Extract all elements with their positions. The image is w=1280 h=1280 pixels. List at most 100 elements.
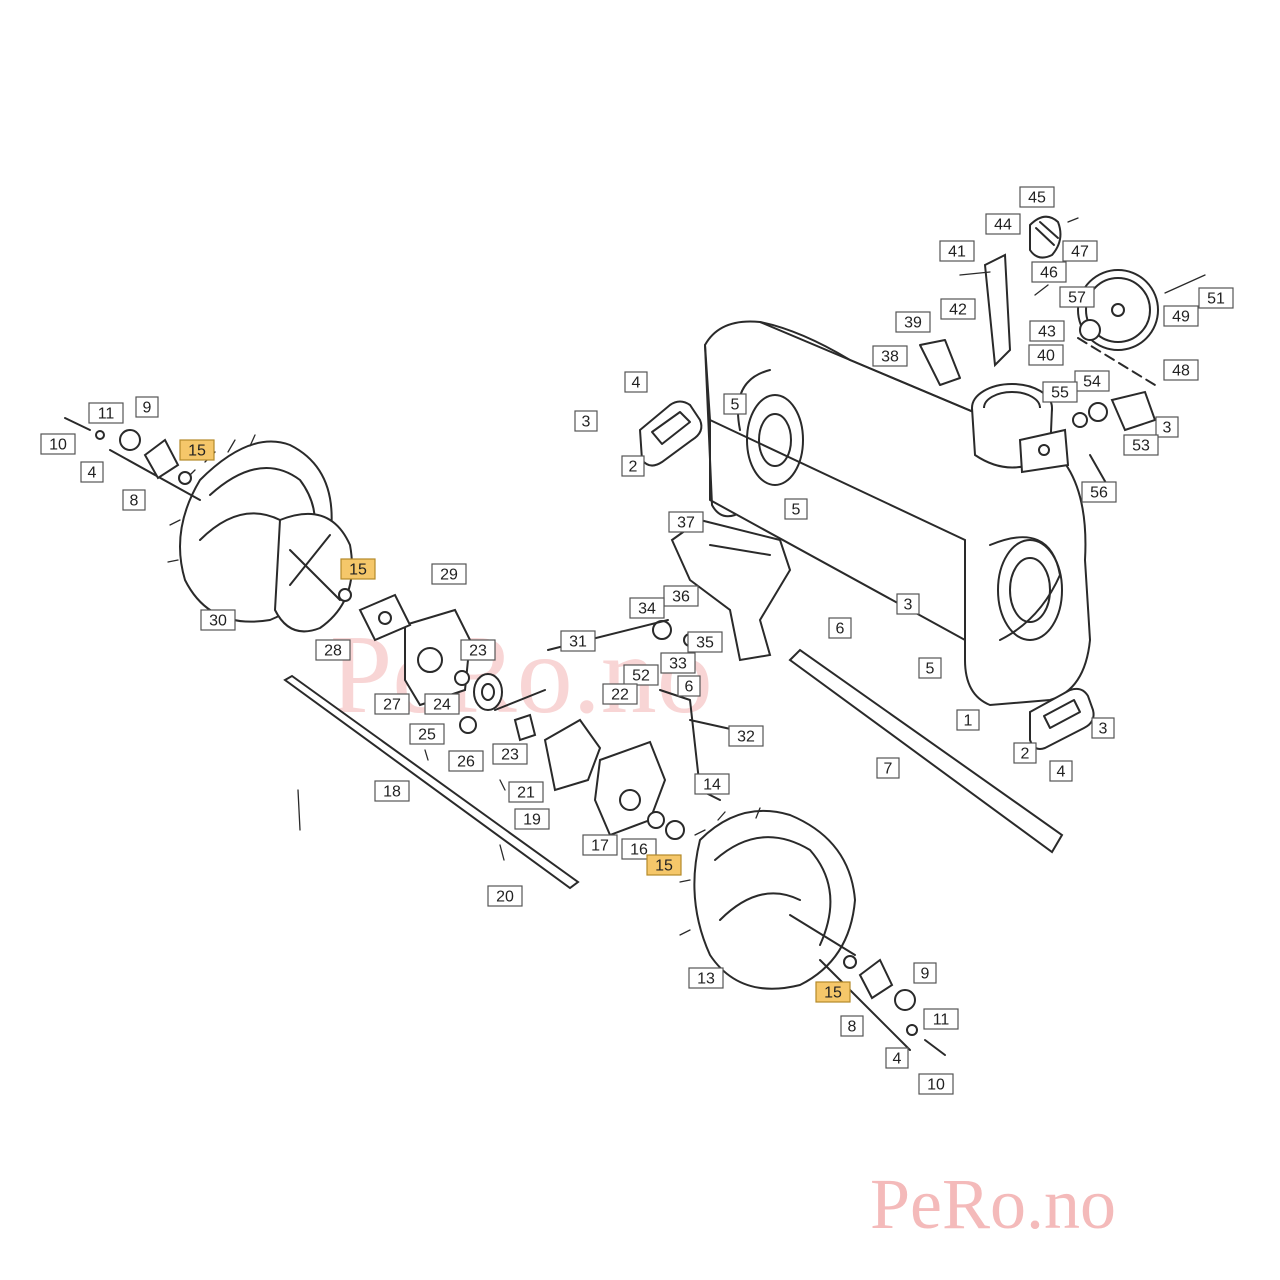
callout-56: 56 xyxy=(1081,481,1117,503)
callout-9: 9 xyxy=(135,396,159,418)
callout-53: 53 xyxy=(1123,434,1159,456)
callout-36: 36 xyxy=(663,585,699,607)
callout-number: 15 xyxy=(824,985,842,1002)
callout-number: 47 xyxy=(1071,244,1089,261)
callout-number: 30 xyxy=(209,613,227,630)
callout-number: 29 xyxy=(440,567,458,584)
callout-38: 38 xyxy=(872,345,908,367)
callout-16: 16 xyxy=(621,838,657,860)
callout-8: 8 xyxy=(122,489,146,511)
right-auger xyxy=(679,807,857,990)
chute-parts xyxy=(919,215,1206,491)
callout-4: 4 xyxy=(80,461,104,483)
callout-number: 3 xyxy=(1099,721,1108,738)
callout-number: 21 xyxy=(517,785,535,802)
callout-24: 24 xyxy=(424,693,460,715)
callout-52: 52 xyxy=(623,664,659,686)
callout-51: 51 xyxy=(1198,287,1234,309)
callout-5: 5 xyxy=(784,498,808,520)
callout-number: 31 xyxy=(569,634,587,651)
callout-number: 7 xyxy=(884,761,893,778)
callout-4: 4 xyxy=(885,1047,909,1069)
callout-number: 26 xyxy=(457,754,475,771)
callout-number: 9 xyxy=(143,400,152,417)
callout-number: 37 xyxy=(677,515,695,532)
callout-32: 32 xyxy=(728,725,764,747)
callout-26: 26 xyxy=(448,750,484,772)
callout-4: 4 xyxy=(1049,760,1073,782)
callout-25: 25 xyxy=(409,723,445,745)
right-end-hardware xyxy=(843,955,946,1056)
callout-number: 13 xyxy=(697,971,715,988)
callout-21: 21 xyxy=(508,781,544,803)
scraper-bar xyxy=(788,648,1064,854)
callout-number: 24 xyxy=(433,697,451,714)
callout-45: 45 xyxy=(1019,186,1055,208)
callout-8: 8 xyxy=(840,1015,864,1037)
callout-number: 20 xyxy=(496,889,514,906)
callout-number: 10 xyxy=(49,437,67,454)
callout-number: 42 xyxy=(949,302,967,319)
callout-number: 1 xyxy=(964,713,973,730)
callout-number: 5 xyxy=(792,502,801,519)
callout-40: 40 xyxy=(1028,344,1064,366)
callout-18: 18 xyxy=(374,780,410,802)
callout-15: 15 xyxy=(815,981,851,1003)
callout-23: 23 xyxy=(492,743,528,765)
callout-6: 6 xyxy=(828,617,852,639)
callout-number: 4 xyxy=(632,375,641,392)
callout-54: 54 xyxy=(1074,370,1110,392)
callout-number: 3 xyxy=(582,414,591,431)
callout-3: 3 xyxy=(1091,717,1115,739)
left-end-hardware xyxy=(64,417,352,602)
callout-number: 11 xyxy=(98,406,115,423)
callout-number: 10 xyxy=(927,1077,945,1094)
callout-number: 46 xyxy=(1040,265,1058,282)
callout-number: 5 xyxy=(731,397,740,414)
callout-number: 3 xyxy=(1163,420,1172,437)
callout-number: 4 xyxy=(88,465,97,482)
callout-number: 6 xyxy=(685,679,694,696)
callout-number: 57 xyxy=(1068,290,1086,307)
callout-number: 27 xyxy=(383,697,401,714)
callout-57: 57 xyxy=(1059,286,1095,308)
callout-number: 6 xyxy=(836,621,845,638)
callout-33: 33 xyxy=(660,652,696,674)
callout-15: 15 xyxy=(646,854,682,876)
callout-48: 48 xyxy=(1163,359,1199,381)
gearbox xyxy=(297,518,792,861)
callout-28: 28 xyxy=(315,639,351,661)
callout-number: 11 xyxy=(933,1012,950,1029)
callout-34: 34 xyxy=(629,597,665,619)
callout-37: 37 xyxy=(668,511,704,533)
auger-housing xyxy=(703,320,1092,707)
callout-19: 19 xyxy=(514,808,550,830)
callout-number: 45 xyxy=(1028,190,1046,207)
callout-number: 38 xyxy=(881,349,899,366)
callout-number: 8 xyxy=(848,1019,857,1036)
callout-number: 15 xyxy=(655,858,673,875)
callout-number: 36 xyxy=(672,589,690,606)
callout-number: 15 xyxy=(349,562,367,579)
callout-11: 11 xyxy=(88,402,124,424)
callout-number: 41 xyxy=(948,244,966,261)
callout-number: 9 xyxy=(921,966,930,983)
callout-number: 2 xyxy=(1021,746,1030,763)
callout-number: 22 xyxy=(611,687,629,704)
callout-5: 5 xyxy=(723,393,747,415)
callout-4: 4 xyxy=(624,371,648,393)
callout-39: 39 xyxy=(895,311,931,333)
callout-2: 2 xyxy=(1013,742,1037,764)
callout-number: 34 xyxy=(638,601,656,618)
callout-number: 52 xyxy=(632,668,650,685)
callout-11: 11 xyxy=(923,1008,959,1030)
callout-number: 5 xyxy=(926,661,935,678)
callout-number: 8 xyxy=(130,493,139,510)
callout-number: 33 xyxy=(669,656,687,673)
callout-10: 10 xyxy=(40,433,76,455)
callout-number: 23 xyxy=(469,643,487,660)
callout-47: 47 xyxy=(1062,240,1098,262)
callout-27: 27 xyxy=(374,693,410,715)
callout-number: 2 xyxy=(629,459,638,476)
callout-3: 3 xyxy=(574,410,598,432)
